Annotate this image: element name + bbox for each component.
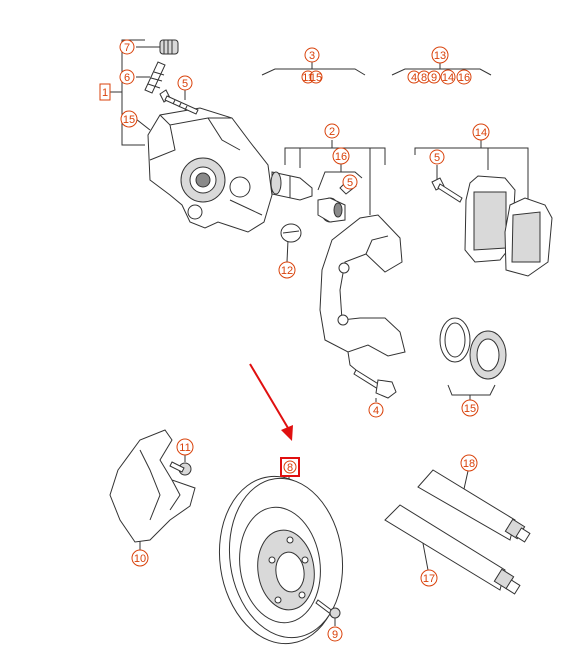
callout-8[interactable]: 8 [283,460,297,474]
svg-text:14: 14 [475,127,487,139]
piston-seal-kit [439,317,507,380]
callout-2[interactable]: 2 [324,123,340,139]
callout-5[interactable]: 5 [429,149,445,165]
callout-16[interactable]: 16 [332,147,350,165]
guide-pin [270,171,313,201]
svg-text:5: 5 [434,152,440,164]
svg-text:5: 5 [347,177,353,189]
callout-5[interactable]: 5 [342,174,358,190]
svg-text:8: 8 [287,462,293,474]
svg-text:1: 1 [102,87,108,99]
callout-4[interactable]: 4 [368,402,384,418]
svg-text:12: 12 [281,265,293,277]
callout-15[interactable]: 15 [120,110,138,128]
callout-5[interactable]: 5 [177,75,193,91]
svg-text:15: 15 [464,403,476,415]
svg-text:16: 16 [458,72,470,84]
svg-text:4: 4 [373,405,379,417]
svg-text:14: 14 [442,72,454,84]
svg-text:11: 11 [179,442,190,454]
cover-cap [280,223,302,243]
brake-caliper [147,107,273,233]
svg-text:9: 9 [332,629,338,641]
dust-cap [159,39,179,55]
callout-18[interactable]: 18 [460,454,478,472]
callout-15[interactable]: 15 [461,399,479,417]
dust-shield [109,429,196,543]
svg-text:2: 2 [329,126,335,138]
pointer-arrow [249,363,293,441]
svg-text:6: 6 [124,72,130,84]
carrier-bolt [353,369,397,399]
callout-17[interactable]: 17 [420,569,438,587]
callout-7[interactable]: 7 [119,39,135,55]
svg-text:15: 15 [310,72,322,84]
callout-3[interactable]: 3 [304,47,320,63]
callout-10[interactable]: 10 [131,549,149,567]
svg-text:9: 9 [431,72,437,84]
svg-text:13: 13 [434,50,446,62]
callout-12[interactable]: 12 [278,261,296,279]
svg-text:16: 16 [335,151,347,163]
brake-disc [218,475,344,645]
brake-carrier [319,214,406,371]
callout-13[interactable]: 13 [431,46,449,64]
svg-text:7: 7 [124,42,130,54]
callout-14[interactable]: 14 [472,123,490,141]
svg-text:18: 18 [463,458,475,470]
brake-pad-set [464,175,553,277]
svg-text:10: 10 [134,553,146,565]
group-13-items: 4 8 9 14 16 [407,69,472,85]
bolt [431,177,463,203]
svg-text:5: 5 [182,78,188,90]
svg-text:15: 15 [123,114,135,126]
disc-screw [315,599,341,619]
svg-text:3: 3 [309,50,315,62]
svg-text:8: 8 [421,72,427,84]
svg-text:4: 4 [411,72,417,84]
guide-pin-sleeve [317,197,346,223]
shield-bolt [169,461,192,476]
bolt [159,89,199,115]
svg-text:17: 17 [423,573,435,585]
callout-1[interactable]: 1 [99,83,111,101]
callout-11[interactable]: 11 [176,438,194,456]
grease-tube [384,504,521,595]
grease-tube [417,469,531,543]
callout-9[interactable]: 9 [327,626,343,642]
group-3-items: 11 15 [301,70,323,84]
bleed-screw [144,61,166,94]
callout-6[interactable]: 6 [119,69,135,85]
highlight-box [280,457,300,477]
svg-text:11: 11 [302,72,313,84]
